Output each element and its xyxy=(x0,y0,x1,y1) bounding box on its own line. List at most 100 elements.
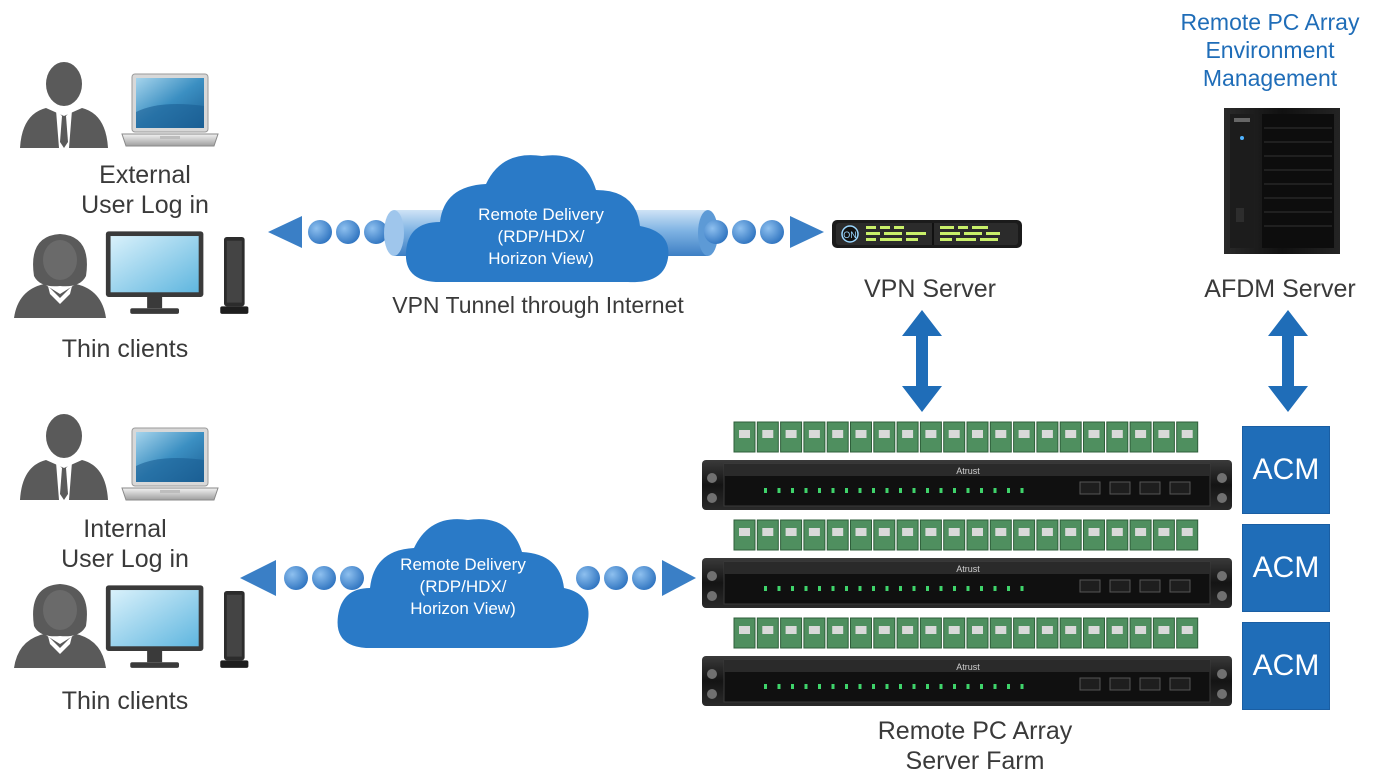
right-arrowhead-icon xyxy=(662,560,696,596)
status-led xyxy=(804,684,808,689)
cloud-icon xyxy=(405,155,669,283)
status-led xyxy=(764,684,767,689)
status-led xyxy=(818,586,821,591)
status-led xyxy=(872,488,875,493)
rack-knob xyxy=(1217,571,1227,581)
right-arrowhead-icon xyxy=(790,216,824,248)
status-led xyxy=(777,488,781,493)
board-chip xyxy=(878,430,890,438)
status-led xyxy=(993,488,997,493)
rack-port xyxy=(1109,677,1131,691)
board-chip xyxy=(1158,528,1170,536)
status-led xyxy=(926,684,929,689)
status-led xyxy=(980,684,983,689)
board-chip xyxy=(785,528,797,536)
status-led xyxy=(831,684,835,689)
board-chip xyxy=(1088,528,1100,536)
rack-brand-text: Atrust xyxy=(956,564,980,574)
status-led xyxy=(791,586,794,591)
environment-management-label: Remote PC Array Environment Management xyxy=(1180,9,1360,91)
internal-user-label: Internal User Log in xyxy=(61,515,189,573)
rack-port xyxy=(1139,677,1161,691)
board-chip xyxy=(832,528,844,536)
board-chip xyxy=(762,528,774,536)
rack-server: Atrust xyxy=(702,617,1232,706)
vpn-server-label: VPN Server xyxy=(864,275,996,303)
board-chip xyxy=(762,430,774,438)
board-chip xyxy=(972,626,983,634)
status-led xyxy=(953,684,956,689)
rack-top-strip xyxy=(724,464,1210,476)
board-chip xyxy=(995,626,1007,634)
rack-port xyxy=(1169,579,1191,593)
rack-knob xyxy=(707,689,717,699)
status-led xyxy=(939,488,943,493)
board-chip xyxy=(1111,528,1123,536)
board-chip xyxy=(1158,626,1170,634)
status-led xyxy=(953,488,956,493)
afdm-server-label: AFDM Server xyxy=(1204,275,1356,303)
board-chip xyxy=(1088,626,1100,634)
board-chip xyxy=(972,430,983,438)
status-led xyxy=(777,586,781,591)
board-chip xyxy=(808,430,820,438)
status-led xyxy=(791,488,794,493)
rack-brand-text: Atrust xyxy=(956,466,980,476)
board-chip xyxy=(855,430,867,438)
status-led xyxy=(818,684,821,689)
board-chip xyxy=(1181,528,1193,536)
board-chip xyxy=(739,626,750,634)
board-chip xyxy=(948,528,960,536)
afdm-double-arrow xyxy=(1268,310,1308,412)
external-user-label: External User Log in xyxy=(81,161,209,219)
rack-knob xyxy=(707,669,717,679)
board-chip xyxy=(878,528,890,536)
board-chip xyxy=(739,430,750,438)
status-led xyxy=(791,684,794,689)
acm-box-2: ACM xyxy=(1242,524,1330,612)
status-led xyxy=(993,684,997,689)
rack-server: Atrust xyxy=(702,421,1232,510)
board-chip xyxy=(808,528,820,536)
rack-knob xyxy=(707,473,717,483)
board-chip xyxy=(1041,430,1053,438)
board-chip xyxy=(925,528,937,536)
status-led xyxy=(899,586,902,591)
vpn-tunnel-label: VPN Tunnel through Internet xyxy=(392,292,684,318)
rack-port xyxy=(1079,677,1101,691)
board-chip xyxy=(878,626,890,634)
status-led xyxy=(764,586,767,591)
status-led xyxy=(1007,488,1010,493)
rack-knob xyxy=(707,493,717,503)
status-led xyxy=(993,586,997,591)
rack-port xyxy=(1139,481,1161,495)
rack-port xyxy=(1079,481,1101,495)
status-led xyxy=(845,488,848,493)
status-led xyxy=(764,488,767,493)
rack-knob xyxy=(1217,669,1227,679)
status-led xyxy=(912,586,916,591)
status-led xyxy=(885,586,889,591)
rack-top-strip xyxy=(724,562,1210,574)
board-chip xyxy=(1065,528,1077,536)
board-chip xyxy=(995,430,1007,438)
status-led xyxy=(818,488,821,493)
status-led xyxy=(966,488,970,493)
board-chip xyxy=(1181,626,1193,634)
thin-clients-top-label: Thin clients xyxy=(61,335,189,363)
status-led xyxy=(926,488,929,493)
status-led xyxy=(912,488,916,493)
rack-knob xyxy=(707,571,717,581)
rack-knob xyxy=(1217,473,1227,483)
status-led xyxy=(966,586,970,591)
board-chip xyxy=(995,528,1007,536)
status-led xyxy=(1020,488,1024,493)
board-chip xyxy=(972,528,983,536)
status-led xyxy=(831,488,835,493)
board-chip xyxy=(832,626,844,634)
vpn-server-device: ON xyxy=(832,220,1022,248)
rack-knob xyxy=(1217,689,1227,699)
rack-knob xyxy=(1217,493,1227,503)
status-led xyxy=(804,586,808,591)
